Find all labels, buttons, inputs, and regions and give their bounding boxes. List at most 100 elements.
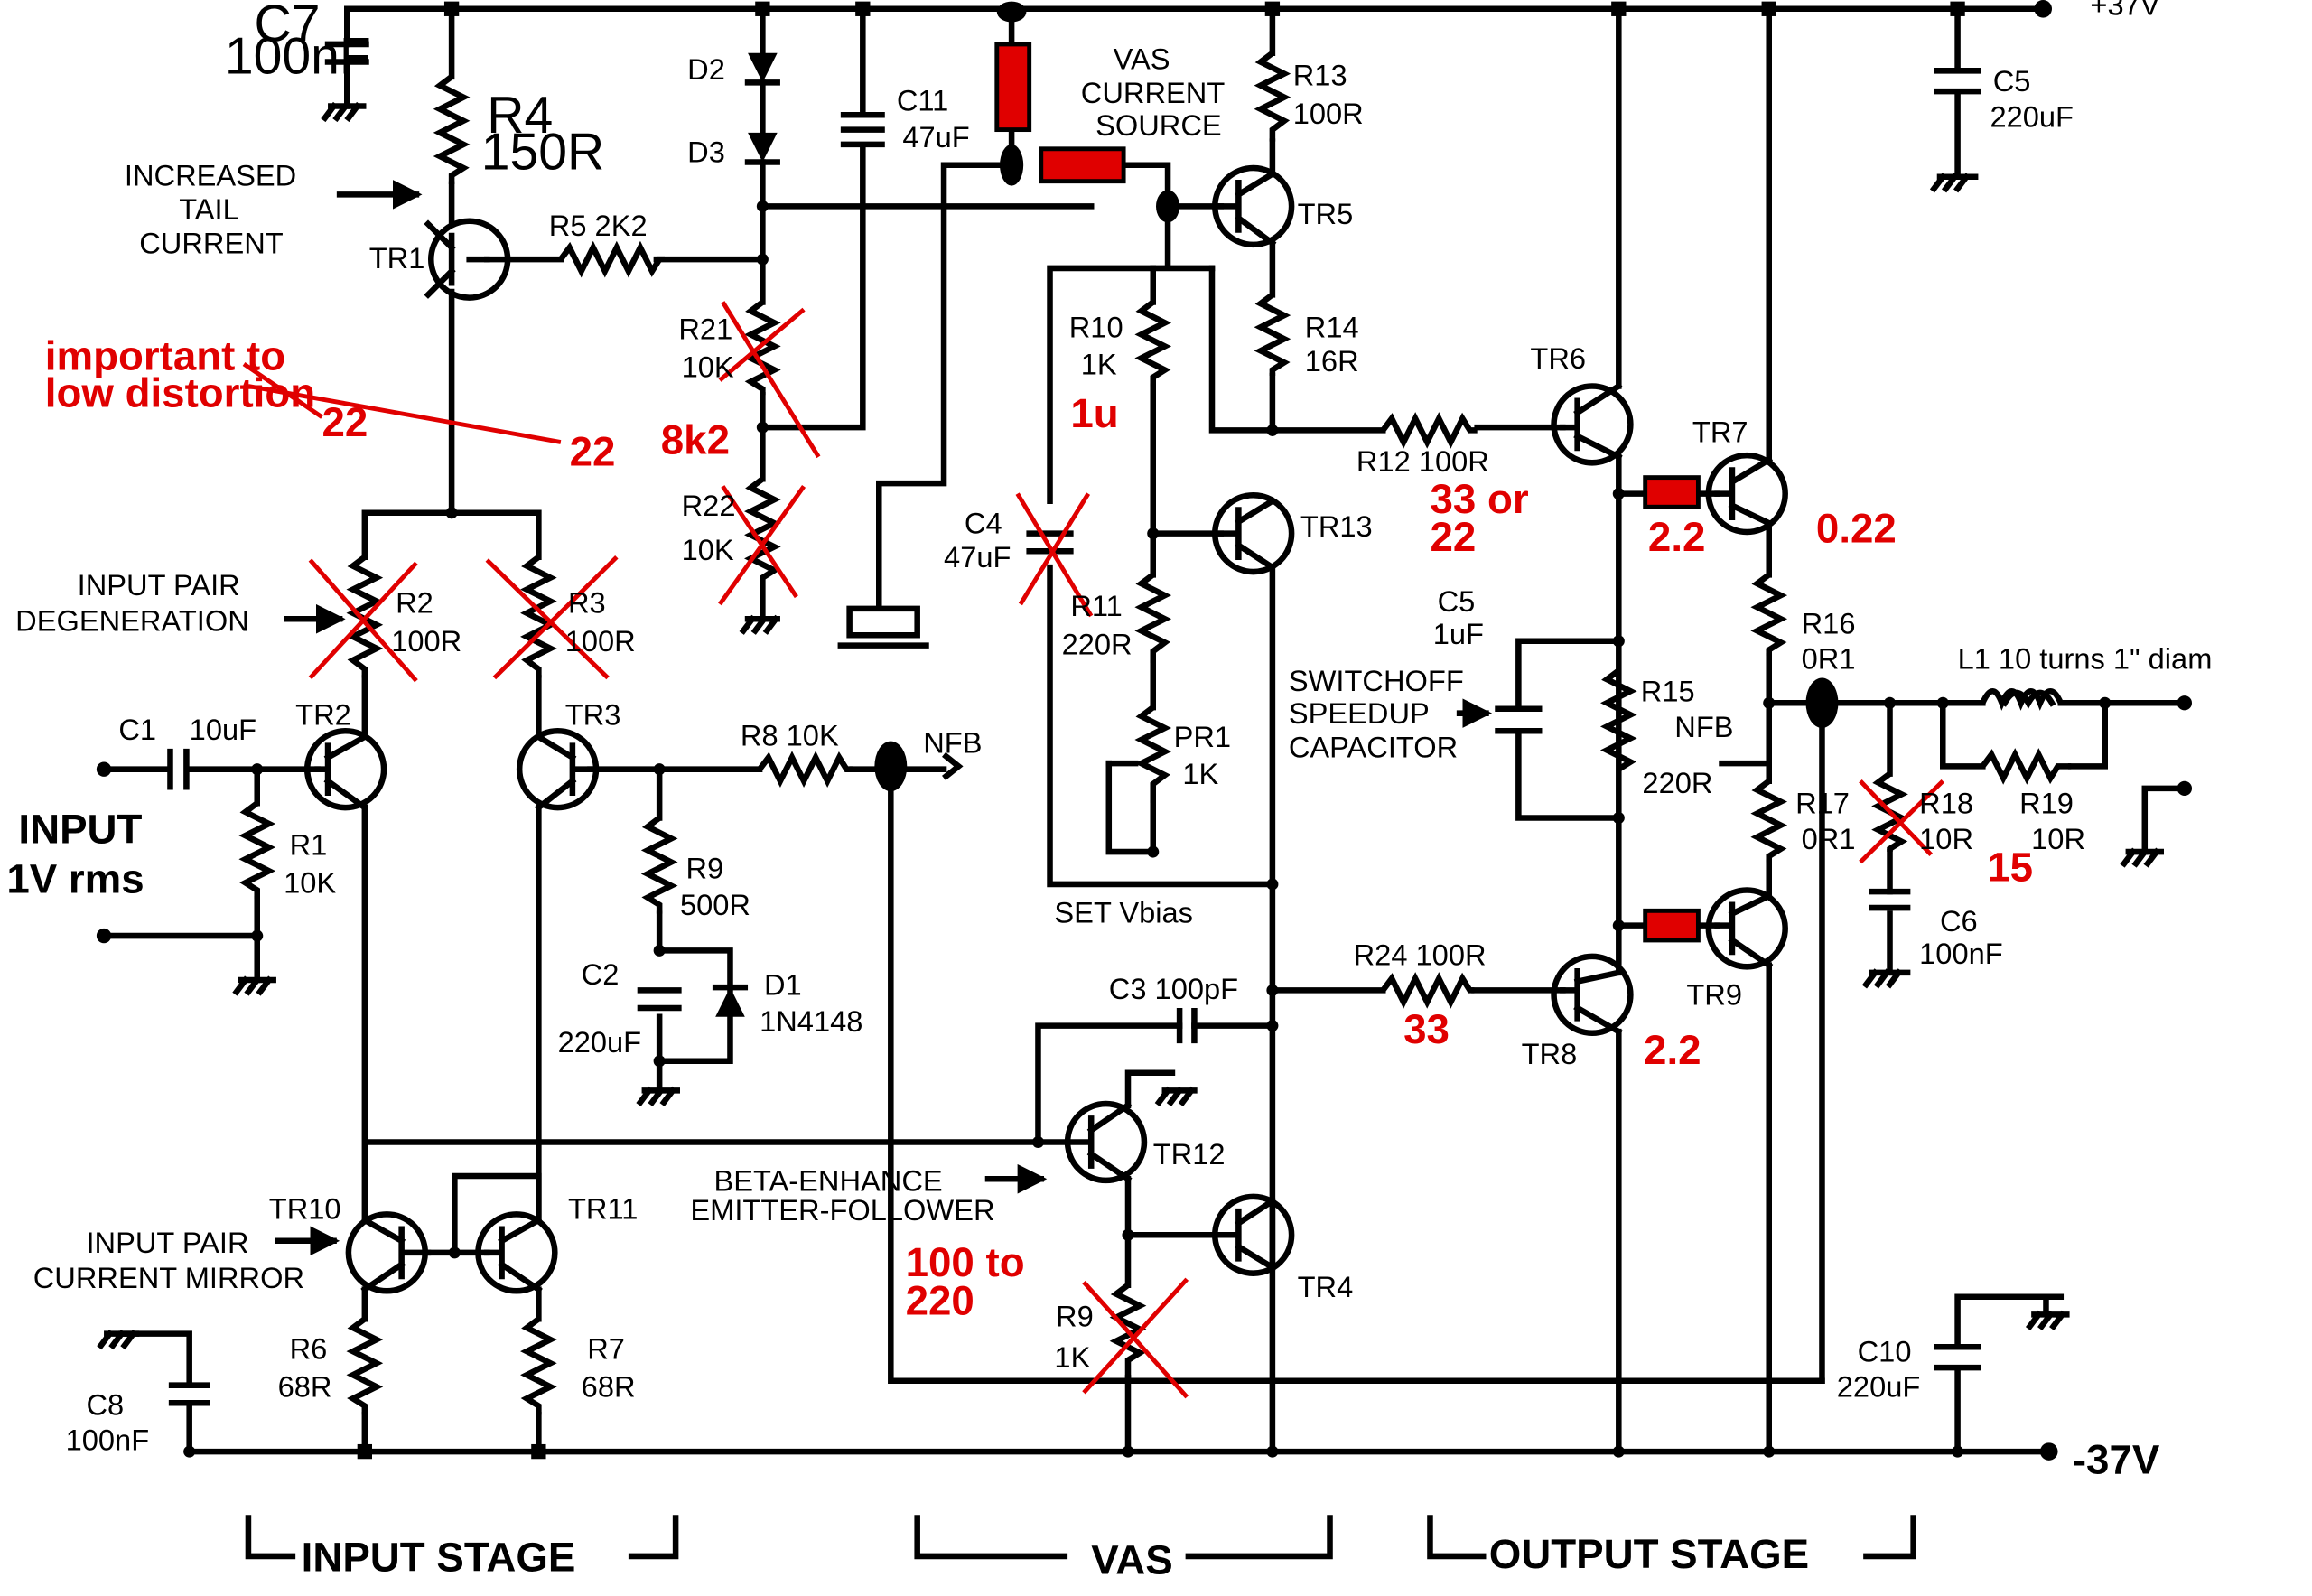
cross-r18 — [1859, 779, 1944, 864]
annotation-33: 33 — [1403, 1006, 1450, 1052]
label-r9a-value: 500R — [680, 888, 750, 921]
label-c7-value: 100nF — [225, 28, 371, 86]
label-switchoff-1: SWITCHOFF — [1289, 664, 1464, 697]
label-c6: C6 — [1940, 904, 1978, 938]
capacitor-c7 — [324, 41, 369, 65]
label-tr1: TR1 — [369, 241, 425, 275]
label-r11-value: 220R — [1062, 627, 1133, 660]
transistors — [303, 164, 1788, 1294]
label-increased-tail-3: CURRENT — [139, 227, 284, 260]
label-r19: R19 — [2019, 787, 2074, 820]
component-labels: C7 100nF R4 150R INCREASED TAIL CURRENT … — [6, 0, 2212, 1483]
capacitor-c2 — [637, 987, 682, 1012]
label-r13-value: 100R — [1293, 97, 1364, 130]
label-r19-value: 10R — [2031, 822, 2085, 855]
label-switchoff-3: CAPACITOR — [1289, 731, 1458, 764]
label-input: INPUT — [18, 806, 142, 852]
transistor-tr11 — [475, 1211, 558, 1294]
label-d1-value: 1N4148 — [760, 1004, 862, 1038]
annotation-22-b: 22 — [570, 429, 616, 475]
red-annotations: 22 22 8k2 1u 33 or 22 2.2 0.22 15 33 2.2… — [322, 390, 2033, 1323]
resistor-r8 — [757, 751, 853, 789]
cross-r21 — [718, 301, 821, 459]
added-resistor-horizontal — [1039, 146, 1126, 184]
label-r4: R4 — [487, 87, 553, 145]
capacitor-c5-speedup — [1495, 705, 1543, 734]
junction-dots — [96, 0, 2192, 1461]
transistor-tr3 — [516, 727, 600, 812]
label-c4-value: 47uF — [944, 540, 1011, 574]
label-degen-1: INPUT PAIR — [78, 568, 240, 602]
label-c10: C10 — [1858, 1335, 1912, 1368]
label-r6-value: 68R — [278, 1370, 332, 1404]
label-r9b: R9 — [1056, 1299, 1094, 1332]
transistor-tr5 — [1212, 164, 1295, 248]
resistors — [238, 51, 2072, 1415]
label-switchoff-2: SPEEDUP — [1289, 696, 1430, 730]
label-r14: R14 — [1305, 311, 1359, 344]
label-tr11: TR11 — [568, 1191, 638, 1225]
resistor-r7 — [520, 1316, 557, 1415]
label-stage-input: INPUT STAGE — [302, 1534, 576, 1580]
transistor-tr12 — [1035, 1100, 1148, 1184]
added-resistor-tr9-base — [1643, 908, 1701, 943]
label-r17: R17 — [1795, 787, 1850, 820]
label-r6: R6 — [290, 1331, 328, 1365]
label-tr13: TR13 — [1300, 509, 1373, 543]
cross-r22 — [718, 485, 806, 606]
label-d3: D3 — [687, 135, 725, 168]
transistor-tr4 — [1212, 1193, 1295, 1276]
label-r16: R16 — [1802, 607, 1856, 640]
label-beta-enhance: BETA-ENHANCE — [714, 1163, 943, 1197]
stage-brackets: INPUT STAGE VAS OUTPUT STAGE — [245, 1515, 1916, 1583]
label-c5-speedup: C5 — [1438, 584, 1476, 618]
resistor-r5 — [558, 240, 666, 278]
capacitor-c10 — [1934, 1344, 1981, 1371]
resistor-r17 — [1750, 779, 1788, 863]
label-d2: D2 — [687, 52, 725, 86]
annotation-1u: 1u — [1070, 390, 1118, 436]
capacitors — [167, 41, 1981, 1406]
label-mirror-2: CURRENT MIRROR — [33, 1261, 304, 1294]
cross-r3 — [485, 555, 619, 680]
label-r2-value: 100R — [391, 624, 461, 658]
cross-r2 — [308, 558, 418, 683]
label-r11: R11 — [1070, 589, 1122, 622]
wiring — [100, 5, 2188, 1455]
transistor-tr8 — [1551, 953, 1634, 1036]
transistor-tr10 — [345, 1211, 432, 1294]
annotation-33-or: 33 or — [1430, 476, 1528, 522]
transistor-tr9 — [1705, 887, 1788, 970]
capacitor-c11 — [840, 112, 885, 148]
annotation-22-c: 22 — [1430, 514, 1476, 560]
added-resistor-tr7-base — [1643, 475, 1701, 509]
label-c8: C8 — [86, 1387, 124, 1421]
annotation-100-to: 100 to — [906, 1239, 1025, 1285]
label-tr6: TR6 — [1530, 341, 1586, 375]
annotation-220: 220 — [906, 1277, 974, 1323]
annotation-important-2: low distortion — [45, 369, 315, 415]
capacitor-nfb — [837, 605, 929, 649]
label-r13: R13 — [1293, 59, 1347, 92]
resistor-r3 — [520, 555, 557, 678]
resistor-r14 — [1254, 292, 1291, 377]
red-modifications — [242, 42, 1944, 1399]
transistor-tr1 — [424, 218, 511, 301]
label-c10-value: 220uF — [1837, 1370, 1921, 1404]
label-tr2: TR2 — [295, 698, 351, 732]
label-r4-value: 150R — [481, 124, 605, 182]
resistor-r22 — [744, 476, 781, 581]
label-r3: R3 — [568, 586, 606, 620]
label-r17-value: 0R1 — [1802, 822, 1856, 855]
annotation-22-a: 22 — [322, 399, 368, 445]
transistor-tr13 — [1212, 491, 1295, 575]
label-r9a: R9 — [686, 851, 724, 884]
label-r1: R1 — [290, 827, 328, 861]
label-supply-positive: +37V — [2090, 0, 2159, 21]
label-r10-value: 1K — [1081, 347, 1117, 380]
pointer-line-2 — [247, 384, 562, 444]
resistor-r10 — [1134, 299, 1172, 387]
label-c1: C1 — [118, 713, 156, 746]
capacitor-c1 — [167, 748, 190, 790]
label-r22: R22 — [682, 489, 736, 522]
